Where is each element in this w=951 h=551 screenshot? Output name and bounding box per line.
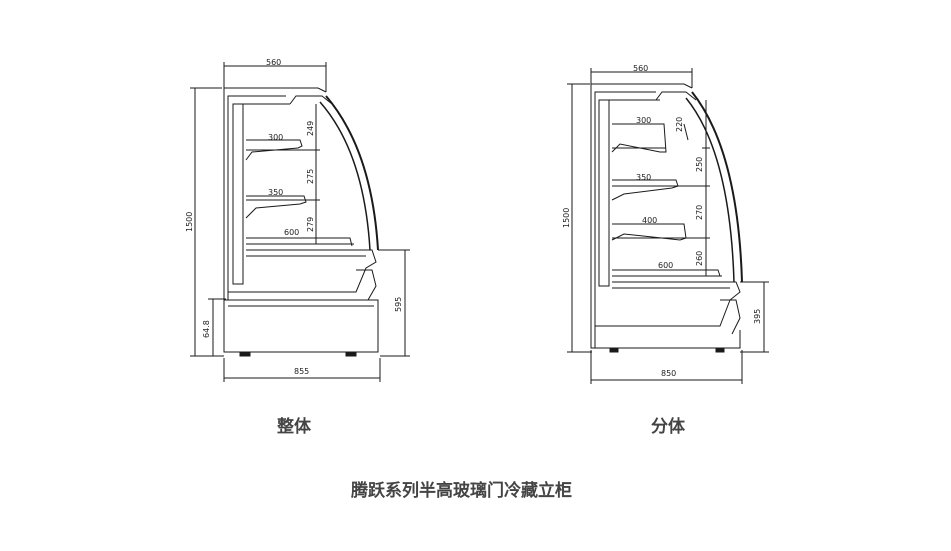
dim-shelf-depth-3: 400 xyxy=(642,216,657,225)
shelf-2 xyxy=(245,195,307,219)
dim-total-height-integrated: 1500 xyxy=(185,212,194,232)
shelf-1 xyxy=(611,123,667,153)
dim-top-width-split: 560 xyxy=(633,64,648,73)
foot-right xyxy=(345,351,357,357)
foot-left xyxy=(239,351,251,357)
display-deck xyxy=(595,281,741,327)
cabinet-drawing-integrated xyxy=(190,62,410,382)
dim-bottom-width-integrated: 855 xyxy=(294,367,309,376)
dim-bottom-width-split: 850 xyxy=(661,369,676,378)
display-deck xyxy=(228,249,377,293)
dim-shelf-spacing-4: 260 xyxy=(695,251,704,266)
shelf-4 xyxy=(612,269,721,277)
page-title: 腾跃系列半高玻璃门冷藏立柜 xyxy=(351,481,572,501)
dim-counter-height-integrated: 595 xyxy=(394,297,403,312)
foot-left xyxy=(609,347,619,353)
dim-shelf-spacing-3: 270 xyxy=(695,205,704,220)
dim-shelf-spacing-3: 279 xyxy=(306,217,315,232)
dim-total-height-split: 1500 xyxy=(562,208,571,228)
back-duct xyxy=(232,103,244,285)
front-glass xyxy=(325,95,379,251)
shelf-3 xyxy=(246,237,353,247)
dim-shelf-spacing-1: 249 xyxy=(306,121,315,136)
shelf-2 xyxy=(611,179,679,201)
shelf-1 xyxy=(245,139,303,161)
cabinet-drawing-split xyxy=(567,68,769,384)
top-canopy xyxy=(655,91,697,101)
dim-shelf-depth-2: 350 xyxy=(636,173,651,182)
dim-shelf-spacing-2: 250 xyxy=(695,157,704,172)
back-duct xyxy=(598,99,610,287)
front-glass xyxy=(691,91,743,283)
dim-base-height: 64.8 xyxy=(202,320,211,338)
caption-split: 分体 xyxy=(651,417,685,437)
dim-top-width-integrated: 560 xyxy=(266,58,281,67)
dim-shelf-depth-2: 350 xyxy=(268,188,283,197)
top-canopy xyxy=(289,95,333,105)
dim-shelf-depth-4: 600 xyxy=(658,261,673,270)
caption-integrated: 整体 xyxy=(277,417,311,437)
dim-shelf-spacing-1: 220 xyxy=(675,117,684,132)
cabinet-base xyxy=(223,299,379,353)
dim-counter-height-split: 395 xyxy=(753,309,762,324)
dim-shelf-depth-3: 600 xyxy=(284,228,299,237)
dim-shelf-depth-1: 300 xyxy=(636,116,651,125)
foot-right xyxy=(715,347,725,353)
dim-shelf-spacing-2: 275 xyxy=(306,169,315,184)
dim-shelf-depth-1: 300 xyxy=(268,133,283,142)
shelf-3 xyxy=(611,223,687,241)
